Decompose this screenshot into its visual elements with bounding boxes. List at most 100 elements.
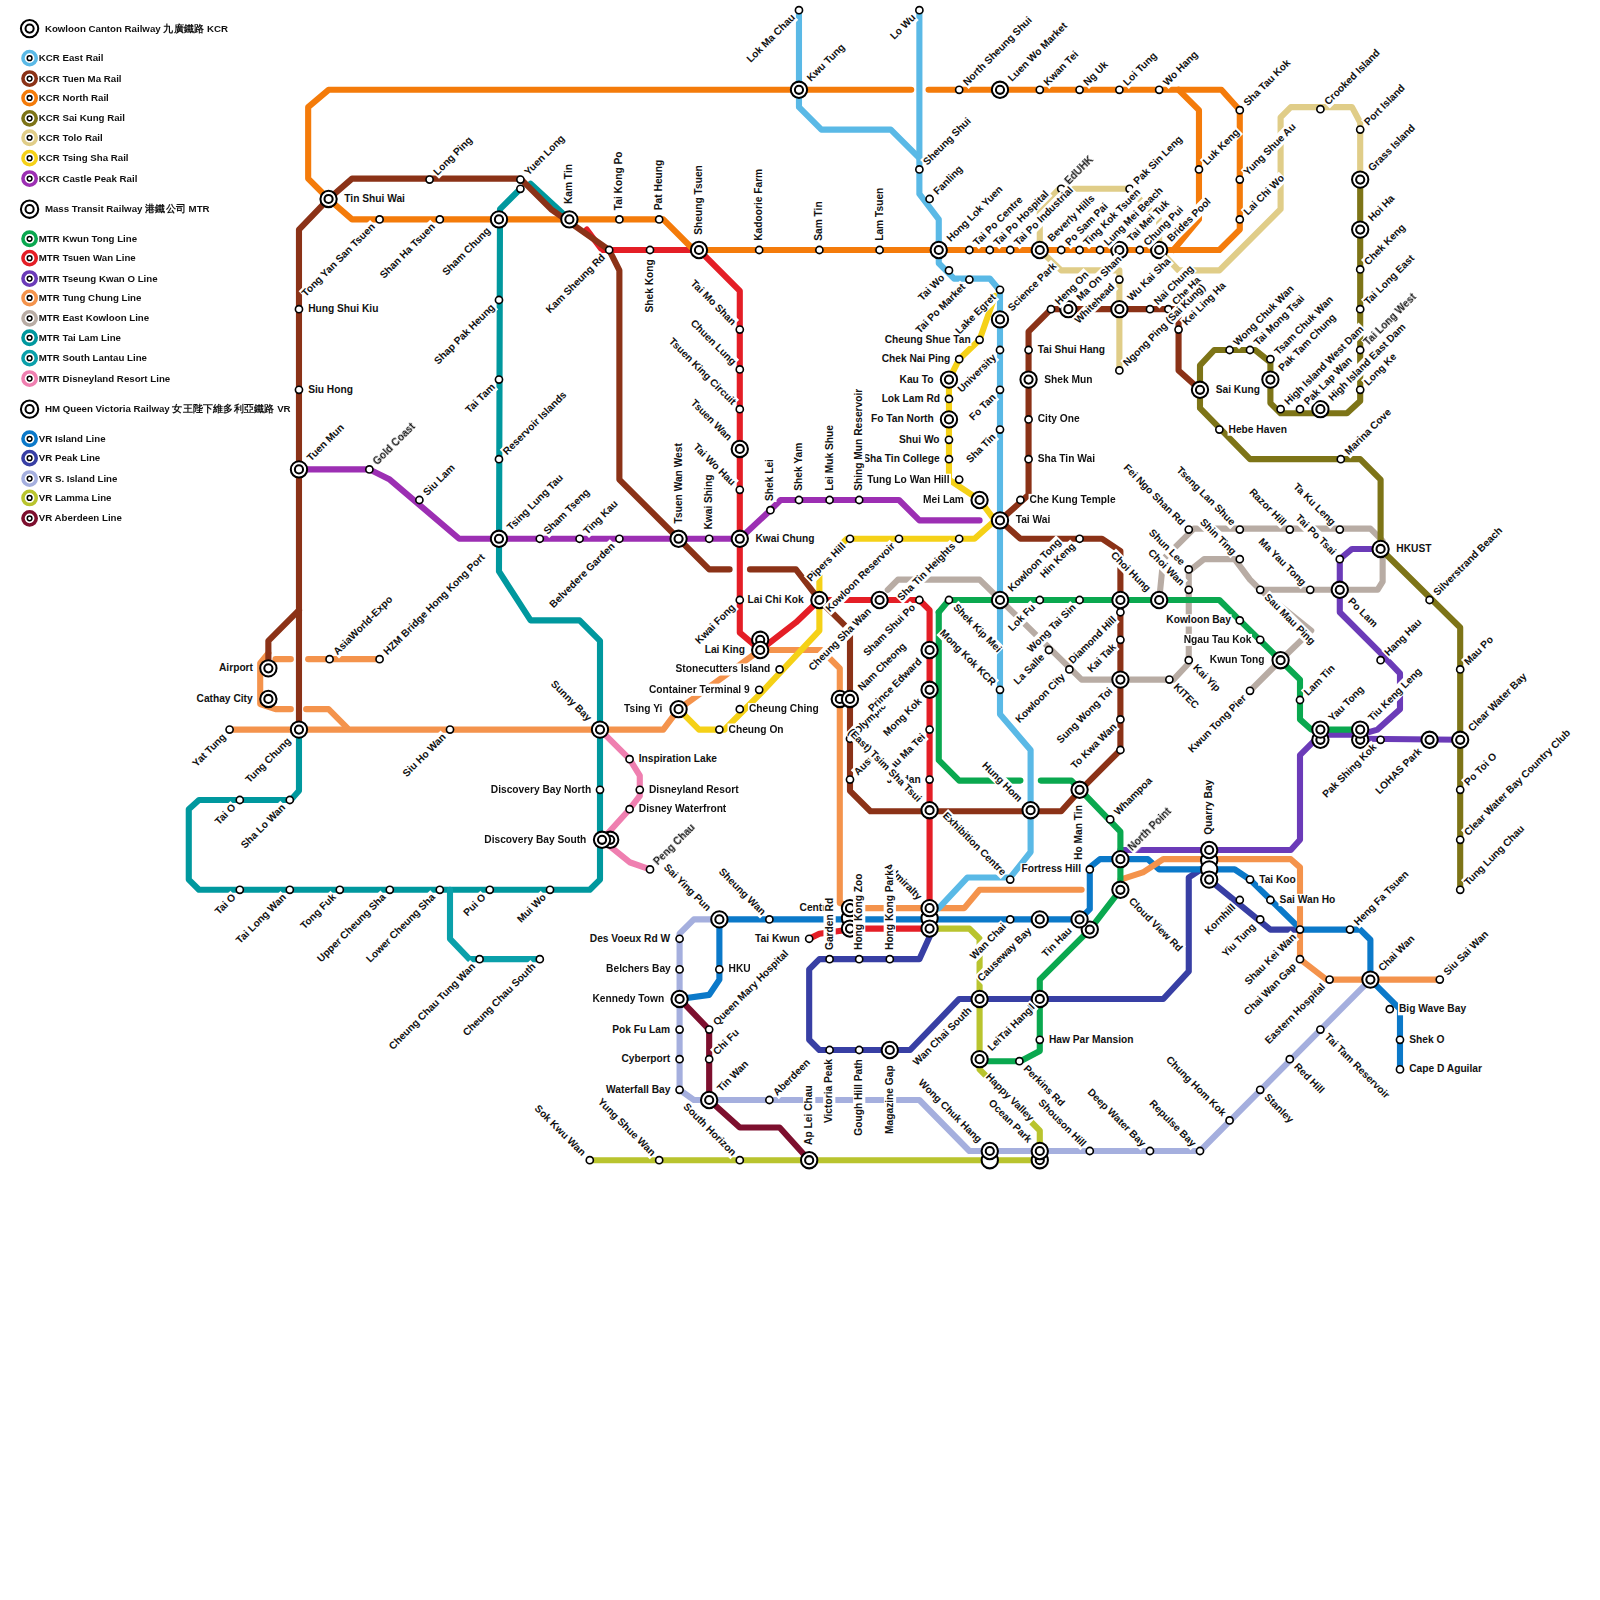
station-name: Tai Wai <box>1015 514 1052 526</box>
station-dot <box>846 535 853 542</box>
station-dot <box>1296 926 1303 933</box>
interchange-ring <box>1272 652 1288 668</box>
symbol-ring <box>26 24 34 32</box>
station-name: Sau Mau Ping <box>1261 591 1318 648</box>
station-dot <box>646 866 653 873</box>
interchange-ring <box>882 1042 898 1058</box>
station-name: Yung Shue Wan <box>594 1095 658 1159</box>
station-dot <box>706 1026 713 1033</box>
station-name: Cheung Shue Tan <box>884 334 972 346</box>
station-dot <box>295 306 302 313</box>
station-name: Disney Waterfront <box>638 803 728 815</box>
station-dot <box>1185 526 1192 533</box>
legend-symbol <box>18 398 40 420</box>
station-name: Shing Mun Reservoir <box>853 388 865 492</box>
station-dot <box>1185 586 1192 593</box>
interchange-ring <box>992 82 1008 98</box>
station-dot <box>1007 876 1014 883</box>
swatch-ring <box>23 312 36 325</box>
swatch-center <box>27 436 32 441</box>
station-dot <box>366 466 373 473</box>
station-dot <box>806 935 813 942</box>
interchange-ring <box>801 1152 817 1168</box>
legend-swatch <box>18 507 40 529</box>
swatch-center <box>27 476 32 481</box>
station-name: Hebe Haven <box>1228 423 1288 435</box>
interchange-ring <box>1116 596 1124 604</box>
station-dot <box>826 956 833 963</box>
rail-line <box>750 309 1200 811</box>
station-dot <box>226 726 233 733</box>
station-name: Tai O <box>212 891 240 919</box>
station-name: Sheung Wan <box>715 865 769 919</box>
station-dot <box>286 796 293 803</box>
interchange-ring <box>291 461 307 477</box>
interchange-ring <box>495 215 503 223</box>
station-name: Sok Kwu Wan <box>531 1102 589 1160</box>
swatch-center <box>27 516 32 521</box>
station-name: Sha Lo Wan <box>238 801 289 852</box>
station-name: Kennedy Town <box>591 993 665 1005</box>
station-name: Red Hill <box>1291 1060 1328 1097</box>
legend-swatch <box>18 87 40 109</box>
station-dot <box>1236 896 1243 903</box>
station-dot <box>1257 636 1264 643</box>
swatch-center <box>27 316 32 321</box>
station-name: Tsuen King Circuit <box>665 335 739 409</box>
swatch-center <box>27 176 32 181</box>
interchange-ring <box>1024 376 1032 384</box>
legend-text: KCR Tuen Ma Rail <box>39 72 122 84</box>
interchange-ring <box>1064 305 1072 313</box>
station-dot <box>886 956 893 963</box>
legend-symbol <box>18 17 40 39</box>
interchange-ring <box>674 705 682 713</box>
station-name: Pipers Hill <box>804 540 849 585</box>
rail-line <box>929 90 1240 250</box>
station-dot <box>856 496 863 503</box>
interchange-ring <box>1356 176 1364 184</box>
station-name: Yat Tung <box>189 730 229 770</box>
station-name: Quarry Bay <box>1203 778 1215 835</box>
station-name: Airport <box>218 662 254 674</box>
station-name: Pat Heung <box>653 159 665 212</box>
station-name: Sheung Tsuen <box>693 164 705 236</box>
interchange-ring <box>1027 806 1035 814</box>
station-dot <box>1146 1147 1153 1154</box>
station-name: Po Toi O <box>1461 750 1500 789</box>
station-name: Fortress Hill <box>1020 863 1082 875</box>
station-dot <box>1047 306 1054 313</box>
station-dot <box>706 1056 713 1063</box>
interchange-ring <box>1352 721 1368 737</box>
station-name: KITEC <box>1170 680 1202 712</box>
station-name: Shap Pak Heung <box>431 301 498 368</box>
station-dot <box>1357 306 1364 313</box>
station-dot <box>436 216 443 223</box>
legend-text: MTR Tseung Kwan O Line <box>39 272 158 284</box>
station-dot <box>1317 106 1324 113</box>
station-dot <box>996 386 1003 393</box>
interchange-ring <box>971 492 987 508</box>
station-dot <box>1096 246 1103 253</box>
interchange-ring <box>691 242 707 258</box>
station-dot <box>736 1157 743 1164</box>
legend-text: KCR East Rail <box>39 52 104 64</box>
station-dot <box>945 267 952 274</box>
interchange-ring <box>291 721 307 737</box>
station-name: Pak Shing Kok <box>1319 741 1380 802</box>
rail-line <box>189 189 600 890</box>
station-dot <box>1025 346 1032 353</box>
station-dot <box>1296 406 1303 413</box>
station-name: Tin Shui Wai <box>343 193 406 205</box>
rail-line <box>1120 559 1400 850</box>
legend-text: VR Peak Line <box>39 452 100 464</box>
station-dot <box>1377 736 1384 743</box>
station-dot <box>986 246 993 253</box>
interchange-ring <box>921 900 937 916</box>
station-name: Disneyland Resort <box>648 784 740 796</box>
legend-swatch <box>18 267 40 289</box>
station-dot <box>656 216 663 223</box>
interchange-ring <box>1032 911 1048 927</box>
interchange-ring <box>846 695 854 703</box>
interchange-ring <box>756 646 764 654</box>
station-name: HKUST <box>1395 543 1432 555</box>
